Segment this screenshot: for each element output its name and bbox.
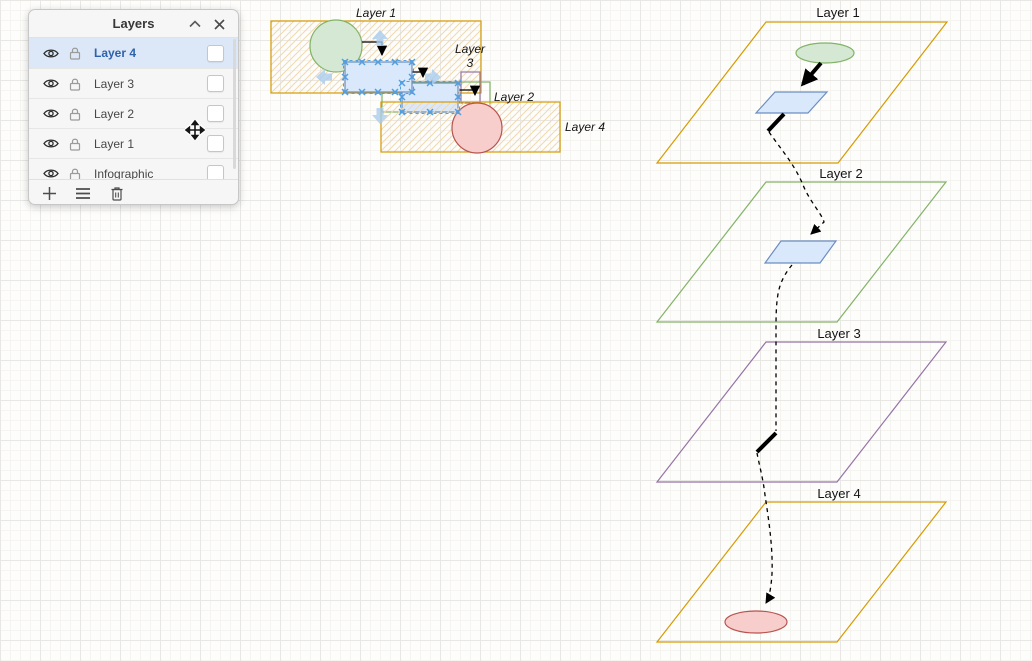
layer-checkbox[interactable] xyxy=(207,135,224,152)
layer-checkbox[interactable] xyxy=(207,105,224,122)
layer-label: Layer 2 xyxy=(94,106,135,121)
layers-list: Layer 4 Layer 3 Layer 2 xyxy=(29,38,238,179)
layer-checkbox[interactable] xyxy=(207,44,224,62)
lock-icon[interactable] xyxy=(66,77,84,91)
lock-icon[interactable] xyxy=(66,107,84,121)
stack-dashed-line-2[interactable] xyxy=(775,264,793,431)
overlap-arrow-3[interactable] xyxy=(459,85,481,97)
add-layer-button[interactable] xyxy=(40,184,58,202)
overlap-layer2-label: Layer 2 xyxy=(494,90,534,104)
overlap-layer1-label: Layer 1 xyxy=(356,6,396,20)
overlap-layer4-label: Layer 4 xyxy=(565,120,605,134)
overlap-green-circle[interactable] xyxy=(309,19,363,73)
stack-dashed-arrow-3[interactable] xyxy=(756,452,776,604)
menu-icon xyxy=(76,187,90,199)
lock-icon[interactable] xyxy=(66,46,84,60)
layer-label: Layer 1 xyxy=(94,136,135,151)
layer-label: Layer 4 xyxy=(94,46,137,60)
collapse-button[interactable] xyxy=(188,17,202,31)
plus-icon xyxy=(42,186,56,200)
visibility-eye-icon[interactable] xyxy=(42,48,60,59)
visibility-eye-icon[interactable] xyxy=(42,108,60,119)
layer-row-layer4[interactable]: Layer 4 xyxy=(29,38,238,68)
overlap-red-circle[interactable] xyxy=(451,102,503,154)
layers-panel: Layers Layer 4 xyxy=(28,9,239,205)
stack-layer2-plane[interactable] xyxy=(655,181,948,323)
stack-layer4-label: Layer 4 xyxy=(817,486,860,501)
layers-panel-title: Layers xyxy=(112,16,155,31)
layers-scrollbar[interactable] xyxy=(233,39,236,169)
delete-layer-button[interactable] xyxy=(108,184,126,202)
stack-layer3-plane[interactable] xyxy=(655,341,948,483)
layer-label: Layer 3 xyxy=(94,76,135,91)
layer-row-layer2[interactable]: Layer 2 xyxy=(29,98,238,128)
layer-row-infographic[interactable]: Infographic xyxy=(29,158,238,179)
layer-checkbox[interactable] xyxy=(207,165,224,179)
lock-icon[interactable] xyxy=(66,137,84,151)
layers-menu-button[interactable] xyxy=(74,184,92,202)
stack-layer1-label: Layer 1 xyxy=(816,5,859,20)
stack-thick-segment-1[interactable] xyxy=(766,112,786,133)
stack-red-ellipse[interactable] xyxy=(724,610,788,634)
layer-row-layer3[interactable]: Layer 3 xyxy=(29,68,238,98)
stack-blue-parallelogram-2[interactable] xyxy=(763,240,838,264)
visibility-eye-icon[interactable] xyxy=(42,168,60,179)
layers-panel-toolbar xyxy=(29,179,238,204)
stack-diagram: Layer 1 Layer 2 Layer 3 Layer 4 xyxy=(655,5,949,643)
stack-layer1-plane[interactable] xyxy=(655,21,949,164)
selected-rectangle[interactable] xyxy=(344,61,413,93)
layers-panel-header[interactable]: Layers xyxy=(29,10,238,38)
overlap-diagram: Layer 1 Layer 3 Layer 2 Layer 4 xyxy=(270,6,605,154)
chevron-up-icon xyxy=(189,20,201,28)
close-button[interactable] xyxy=(212,17,226,31)
stack-green-ellipse[interactable] xyxy=(795,42,855,64)
overlap-layer3-label-line2: 3 xyxy=(467,56,474,70)
overlap-layer3-label-line1: Layer xyxy=(455,42,486,56)
close-icon xyxy=(213,18,225,30)
move-cursor-icon xyxy=(185,120,205,140)
lock-icon[interactable] xyxy=(66,167,84,179)
stack-thick-segment-2[interactable] xyxy=(755,431,778,454)
trash-icon xyxy=(111,186,123,201)
layer-label: Infographic xyxy=(94,166,154,180)
layer-checkbox[interactable] xyxy=(207,75,224,92)
stack-dashed-arrow-1[interactable] xyxy=(768,131,825,235)
stack-thick-arrow[interactable] xyxy=(800,61,823,87)
visibility-eye-icon[interactable] xyxy=(42,138,60,149)
stack-layer3-label: Layer 3 xyxy=(817,326,860,341)
visibility-eye-icon[interactable] xyxy=(42,78,60,89)
layer-row-layer1[interactable]: Layer 1 xyxy=(29,128,238,158)
stack-layer4-plane[interactable] xyxy=(655,501,948,643)
overlap-arrow-2[interactable] xyxy=(412,67,429,79)
stack-layer2-label: Layer 2 xyxy=(819,166,862,181)
stack-blue-parallelogram-1[interactable] xyxy=(754,91,829,114)
